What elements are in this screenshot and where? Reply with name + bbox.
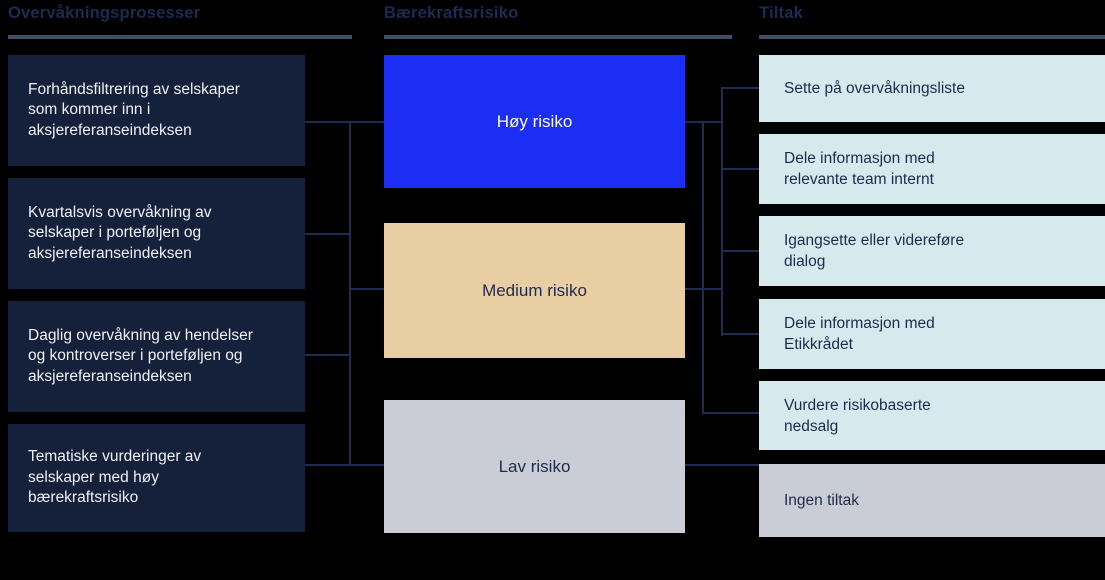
connector-high-exit [685,121,723,123]
connector-bus-to-low [349,464,384,466]
action-box-no-action: Ingen tiltak [759,464,1105,537]
risk-box-high: Høy risiko [384,55,685,188]
connector-process1-stub [305,121,350,123]
connector-bus-to-high [349,121,384,123]
connector-to-action-ethics-council [721,333,759,335]
connector-medium-exit [685,288,723,290]
process-box-daily: Daglig overvåkning av hendelser og kontr… [8,301,305,412]
connector-to-action-dialogue [721,250,759,252]
action-box-share-internal: Dele informasjon med relevante team inte… [759,134,1105,204]
connector-right-bus-outer [721,87,723,336]
connector-to-action-watchlist [721,87,759,89]
connector-bus-to-medium [349,288,384,290]
column-underline-processes [8,35,352,39]
connector-to-action-share-internal [721,168,759,170]
connector-process3-stub [305,354,350,356]
connector-right-bus-inner [702,121,704,414]
connector-left-bus [349,121,351,466]
connector-process4-stub [305,464,350,466]
process-box-thematic: Tematiske vurderinger av selskaper med h… [8,424,305,532]
action-box-risk-based-divestment: Vurdere risikobaserte nedsalg [759,381,1105,450]
action-box-dialogue: Igangsette eller videreføre dialog [759,216,1105,286]
connector-process2-stub [305,233,350,235]
action-box-watchlist: Sette på overvåkningsliste [759,55,1105,122]
risk-box-low: Lav risiko [384,400,685,533]
connector-low-to-no-action [685,464,759,466]
action-box-share-ethics-council: Dele informasjon med Etikkrådet [759,299,1105,369]
process-box-prefiltering: Forhåndsfiltrering av selskaper som komm… [8,55,305,166]
column-header-actions: Tiltak [759,4,803,22]
risk-box-medium: Medium risiko [384,223,685,358]
column-underline-risk [384,35,732,39]
process-box-quarterly: Kvartalsvis overvåkning av selskaper i p… [8,178,305,289]
column-header-risk: Bærekraftsrisiko [384,4,519,22]
column-underline-actions [759,35,1105,39]
connector-to-action-divestment [702,412,759,414]
column-header-processes: Overvåkningsprosesser [8,4,201,22]
